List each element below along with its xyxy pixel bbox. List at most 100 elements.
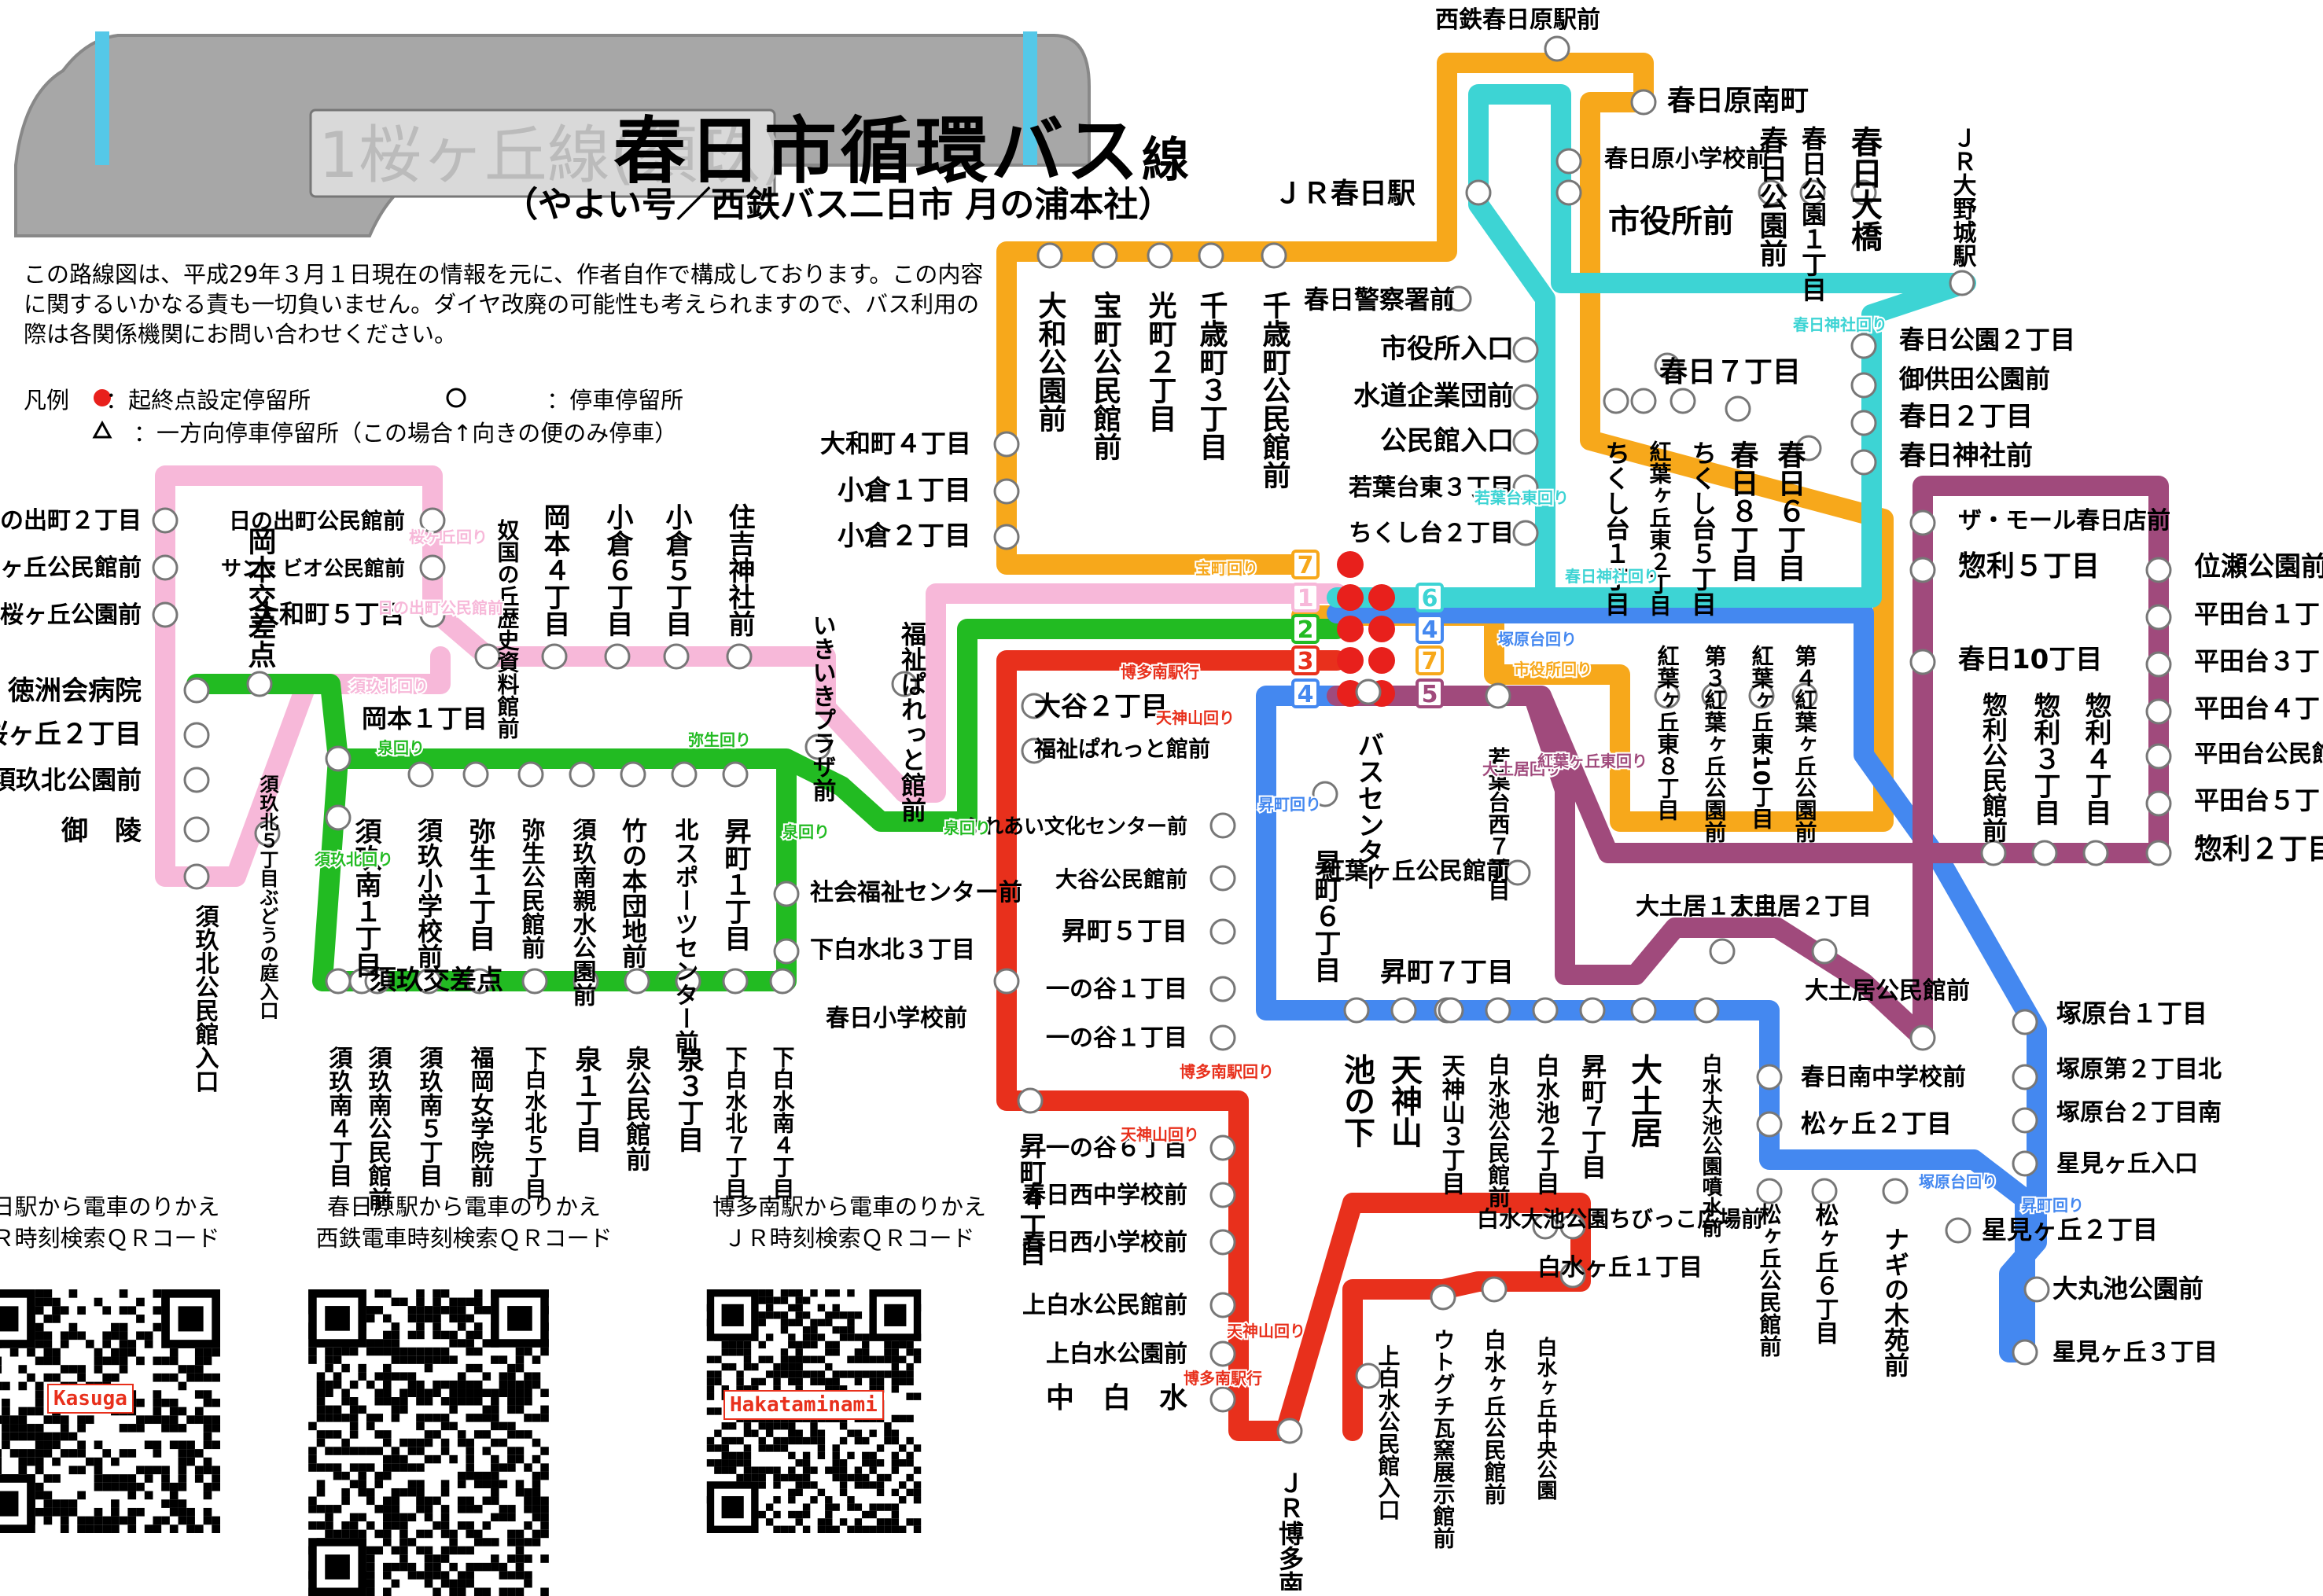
stop-marker[interactable] bbox=[2145, 743, 2172, 770]
stop-marker[interactable] bbox=[1725, 395, 1751, 422]
stop-marker[interactable] bbox=[1209, 1134, 1236, 1161]
stop-marker[interactable] bbox=[415, 968, 442, 995]
stop-marker[interactable] bbox=[1795, 435, 1822, 462]
stop-marker[interactable] bbox=[1355, 1362, 1382, 1389]
stop-marker[interactable] bbox=[1485, 682, 1511, 709]
stop-marker[interactable] bbox=[1092, 242, 1118, 269]
stop-marker[interactable] bbox=[1811, 1178, 1838, 1204]
stop-marker[interactable] bbox=[1198, 242, 1224, 269]
stop-marker[interactable] bbox=[1261, 242, 1287, 269]
stop-marker[interactable] bbox=[620, 761, 646, 788]
stop-marker[interactable] bbox=[675, 968, 701, 995]
stop-marker[interactable] bbox=[1209, 918, 1236, 945]
qr-code-hakataminami[interactable] bbox=[692, 1289, 936, 1533]
stop-marker[interactable] bbox=[1147, 242, 1173, 269]
stop-marker[interactable] bbox=[1850, 410, 1877, 436]
stop-marker[interactable] bbox=[1343, 997, 1370, 1024]
stop-marker[interactable] bbox=[572, 968, 599, 995]
stop-marker[interactable] bbox=[663, 643, 690, 670]
stop-marker[interactable] bbox=[1670, 388, 1696, 414]
stop-marker[interactable] bbox=[1209, 1229, 1236, 1256]
stop-marker[interactable] bbox=[407, 761, 434, 788]
stop-marker[interactable] bbox=[1709, 938, 1736, 965]
stop-marker[interactable] bbox=[1909, 509, 1936, 536]
stop-marker[interactable] bbox=[1654, 682, 1681, 709]
stop-marker[interactable] bbox=[521, 968, 548, 995]
stop-marker[interactable] bbox=[1654, 352, 1681, 379]
stop-marker[interactable] bbox=[891, 671, 918, 697]
stop-marker[interactable] bbox=[1756, 1111, 1783, 1138]
stop-marker[interactable] bbox=[1430, 1284, 1456, 1311]
stop-marker[interactable] bbox=[1579, 997, 1606, 1024]
stop-marker[interactable] bbox=[1209, 865, 1236, 892]
stop-marker[interactable] bbox=[541, 643, 568, 670]
stop-marker[interactable] bbox=[2023, 1276, 2050, 1303]
stop-marker[interactable] bbox=[1799, 179, 1826, 206]
stop-marker[interactable] bbox=[2145, 604, 2172, 631]
stop-marker[interactable] bbox=[419, 507, 446, 534]
stop-marker[interactable] bbox=[1512, 520, 1539, 546]
stop-marker[interactable] bbox=[2145, 790, 2172, 817]
stop-marker[interactable] bbox=[1909, 649, 1936, 675]
stop-marker[interactable] bbox=[1693, 997, 1720, 1024]
stop-marker[interactable] bbox=[993, 431, 1020, 458]
stop-marker[interactable] bbox=[1276, 1418, 1303, 1444]
stop-marker[interactable] bbox=[1909, 1024, 1936, 1051]
stop-marker[interactable] bbox=[1465, 179, 1492, 206]
stop-marker[interactable] bbox=[1791, 682, 1818, 709]
stop-marker[interactable] bbox=[1630, 997, 1657, 1024]
stop-marker[interactable] bbox=[1445, 285, 1472, 312]
stop-marker[interactable] bbox=[1701, 682, 1728, 709]
stop-marker[interactable] bbox=[1355, 678, 1382, 705]
stop-marker[interactable] bbox=[993, 524, 1020, 550]
stop-marker[interactable] bbox=[1036, 242, 1063, 269]
stop-marker[interactable] bbox=[1882, 1178, 1909, 1204]
stop-marker[interactable] bbox=[152, 601, 179, 628]
stop-marker[interactable] bbox=[1512, 336, 1539, 363]
stop-marker[interactable] bbox=[1021, 737, 1047, 764]
stop-marker[interactable] bbox=[1811, 938, 1838, 965]
stop-marker[interactable] bbox=[462, 761, 489, 788]
stop-marker[interactable] bbox=[1980, 840, 2007, 866]
stop-marker[interactable] bbox=[1312, 781, 1338, 807]
stop-marker[interactable] bbox=[466, 968, 493, 995]
stop-marker[interactable] bbox=[2145, 651, 2172, 678]
stop-marker[interactable] bbox=[769, 968, 796, 995]
stop-marker[interactable] bbox=[1559, 1262, 1586, 1289]
stop-marker[interactable] bbox=[1512, 428, 1539, 455]
stop-marker[interactable] bbox=[1555, 148, 1582, 175]
stop-marker[interactable] bbox=[419, 601, 446, 628]
stop-marker[interactable] bbox=[1485, 997, 1511, 1024]
stop-marker[interactable] bbox=[1758, 179, 1784, 206]
stop-marker[interactable] bbox=[1209, 1024, 1236, 1051]
stop-marker[interactable] bbox=[1603, 388, 1629, 414]
stop-marker[interactable] bbox=[2012, 1107, 2038, 1134]
stop-marker[interactable] bbox=[2082, 840, 2109, 866]
stop-marker[interactable] bbox=[1630, 89, 1657, 116]
stop-marker[interactable] bbox=[1945, 1217, 1971, 1244]
stop-marker[interactable] bbox=[325, 968, 352, 995]
stop-marker[interactable] bbox=[1748, 682, 1775, 709]
stop-marker[interactable] bbox=[1909, 557, 1936, 583]
stop-marker[interactable] bbox=[722, 968, 749, 995]
stop-marker[interactable] bbox=[152, 554, 179, 581]
stop-marker[interactable] bbox=[624, 968, 650, 995]
stop-marker[interactable] bbox=[2012, 1064, 2038, 1090]
stop-marker[interactable] bbox=[1949, 270, 1975, 296]
stop-marker[interactable] bbox=[183, 767, 210, 793]
stop-marker[interactable] bbox=[254, 820, 281, 847]
stop-marker[interactable] bbox=[773, 881, 800, 907]
stop-marker[interactable] bbox=[1209, 1292, 1236, 1318]
stop-marker[interactable] bbox=[1209, 976, 1236, 1002]
stop-marker[interactable] bbox=[325, 804, 352, 831]
stop-marker[interactable] bbox=[474, 643, 501, 670]
stop-marker[interactable] bbox=[364, 968, 391, 995]
stop-marker[interactable] bbox=[1850, 179, 1877, 206]
stop-marker[interactable] bbox=[1512, 474, 1539, 501]
stop-marker[interactable] bbox=[1021, 693, 1047, 719]
stop-marker[interactable] bbox=[1209, 1386, 1236, 1413]
stop-marker[interactable] bbox=[183, 722, 210, 748]
stop-marker[interactable] bbox=[671, 761, 698, 788]
stop-marker[interactable] bbox=[993, 478, 1020, 505]
stop-marker[interactable] bbox=[1850, 449, 1877, 476]
